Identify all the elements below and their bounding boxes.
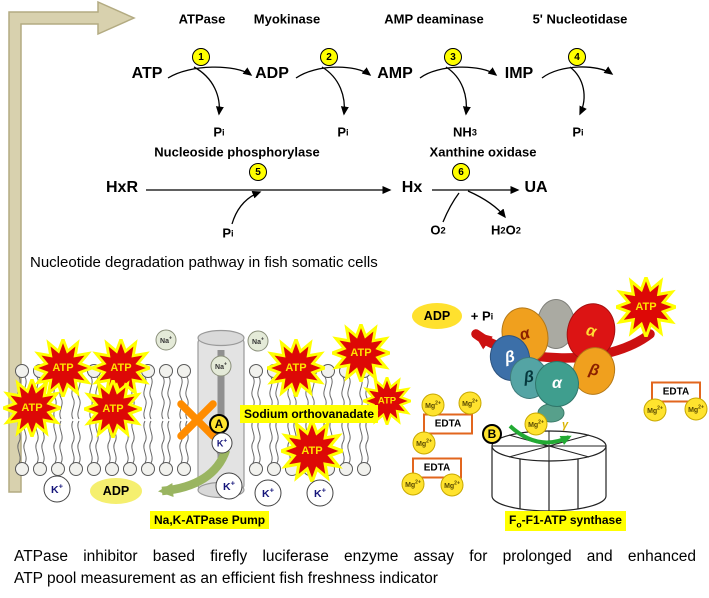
atp-burst-label: ATP xyxy=(635,301,657,313)
mg-ion: Mg2+ xyxy=(412,431,436,455)
k-ion: K+ xyxy=(43,475,71,503)
metabolite-hxr: HxR xyxy=(105,179,139,196)
feedback-arrow xyxy=(8,0,136,493)
footer-line-1: ATPase inhibitor based firefly luciferas… xyxy=(14,548,696,565)
na-ion: Na+ xyxy=(210,355,232,377)
footer-caption: ATPase inhibitor based firefly luciferas… xyxy=(14,546,696,590)
atp-burst-label: ATP xyxy=(21,402,43,414)
reaction-arrows xyxy=(146,66,614,225)
enzyme-label-myokinase: Myokinase xyxy=(253,11,321,27)
step-circle-5: 5 xyxy=(249,163,267,181)
step-circle-3: 3 xyxy=(444,48,462,66)
adp-ellipse: ADP xyxy=(412,303,462,329)
atp-burst-label: ATP xyxy=(285,362,307,374)
atp-burst-label: ATP xyxy=(350,347,372,359)
metabolite-ua: UA xyxy=(524,179,548,196)
atp-burst-label: ATP xyxy=(102,403,124,415)
metabolite-amp: AMP xyxy=(377,65,413,82)
metabolite-hx: Hx xyxy=(401,179,423,196)
mg-ion: Mg2+ xyxy=(421,393,445,417)
pump-label: Na,K-ATPase Pump xyxy=(150,511,270,529)
atp-starburst: ATP xyxy=(332,324,390,382)
mg-ion: Mg2+ xyxy=(684,397,708,421)
atp-starburst: ATP xyxy=(281,420,343,482)
atp-burst-label: ATP xyxy=(301,445,323,457)
metabolite-atp: ATP xyxy=(131,65,163,82)
atp-burst-label: ATP xyxy=(377,395,397,407)
pathway-caption: Nucleotide degradation pathway in fish s… xyxy=(30,254,378,271)
enzyme-label-nucleoside-phosphorylase: Nucleoside phosphorylase xyxy=(154,144,320,160)
k-ion: K+ xyxy=(306,479,334,507)
step-circle-4: 4 xyxy=(568,48,586,66)
metabolite-imp: IMP xyxy=(504,65,534,82)
edta-box: EDTA xyxy=(412,457,462,479)
k-ion: K+ xyxy=(215,472,243,500)
atp-starburst: ATP xyxy=(34,339,92,397)
mg-ion: Mg2+ xyxy=(524,412,548,436)
marker-b: B xyxy=(482,424,502,444)
inhibition-x-icon xyxy=(177,400,217,440)
step-circle-6: 6 xyxy=(452,163,470,181)
atp-starburst: ATP xyxy=(84,380,142,438)
step-circle-1: 1 xyxy=(192,48,210,66)
mg-ion: Mg2+ xyxy=(643,398,667,422)
atp-starburst: ATP xyxy=(363,377,411,425)
step-circle-2: 2 xyxy=(320,48,338,66)
edta-box: EDTA xyxy=(423,413,473,435)
edta-box: EDTA xyxy=(651,381,701,403)
fo-rotor xyxy=(491,430,607,512)
atp-starburst: ATP xyxy=(92,339,150,397)
orthovanadate-label: Sodium orthovanadate xyxy=(240,405,379,423)
footer-line-2: ATP pool measurement as an efficient fis… xyxy=(14,570,438,587)
alpha-subunit: α xyxy=(535,361,579,407)
atp-burst-label: ATP xyxy=(110,362,132,374)
mg-ion: Mg2+ xyxy=(401,472,425,496)
adp-ellipse: ADP xyxy=(90,478,142,504)
enzyme-label-amp-deaminase: AMP deaminase xyxy=(384,11,484,27)
enzyme-label-xanthine-oxidase: Xanthine oxidase xyxy=(429,144,537,160)
na-ion: Na+ xyxy=(155,329,177,351)
atp-starburst: ATP xyxy=(267,339,325,397)
synthase-label: Fo-F1-ATP synthase xyxy=(505,511,626,532)
rotation-arrow-icon xyxy=(508,424,572,445)
atp-starburst: ATP xyxy=(3,379,61,437)
gamma-label: γ xyxy=(561,419,569,431)
adp-release-arrow xyxy=(158,448,231,498)
k-ion: K+ xyxy=(211,432,233,454)
metabolite-adp: ADP xyxy=(255,65,289,82)
mg-ion: Mg2+ xyxy=(440,473,464,497)
atp-burst-label: ATP xyxy=(52,362,74,374)
marker-a: A xyxy=(209,414,229,434)
mg-ion: Mg2+ xyxy=(458,391,482,415)
na-ion: Na+ xyxy=(247,330,269,352)
k-ion: K+ xyxy=(254,479,282,507)
enzyme-label-atpase: ATPase xyxy=(178,11,226,27)
atp-starburst: ATP xyxy=(616,277,676,337)
enzyme-label-nucleotidase: 5' Nucleotidase xyxy=(532,11,628,27)
